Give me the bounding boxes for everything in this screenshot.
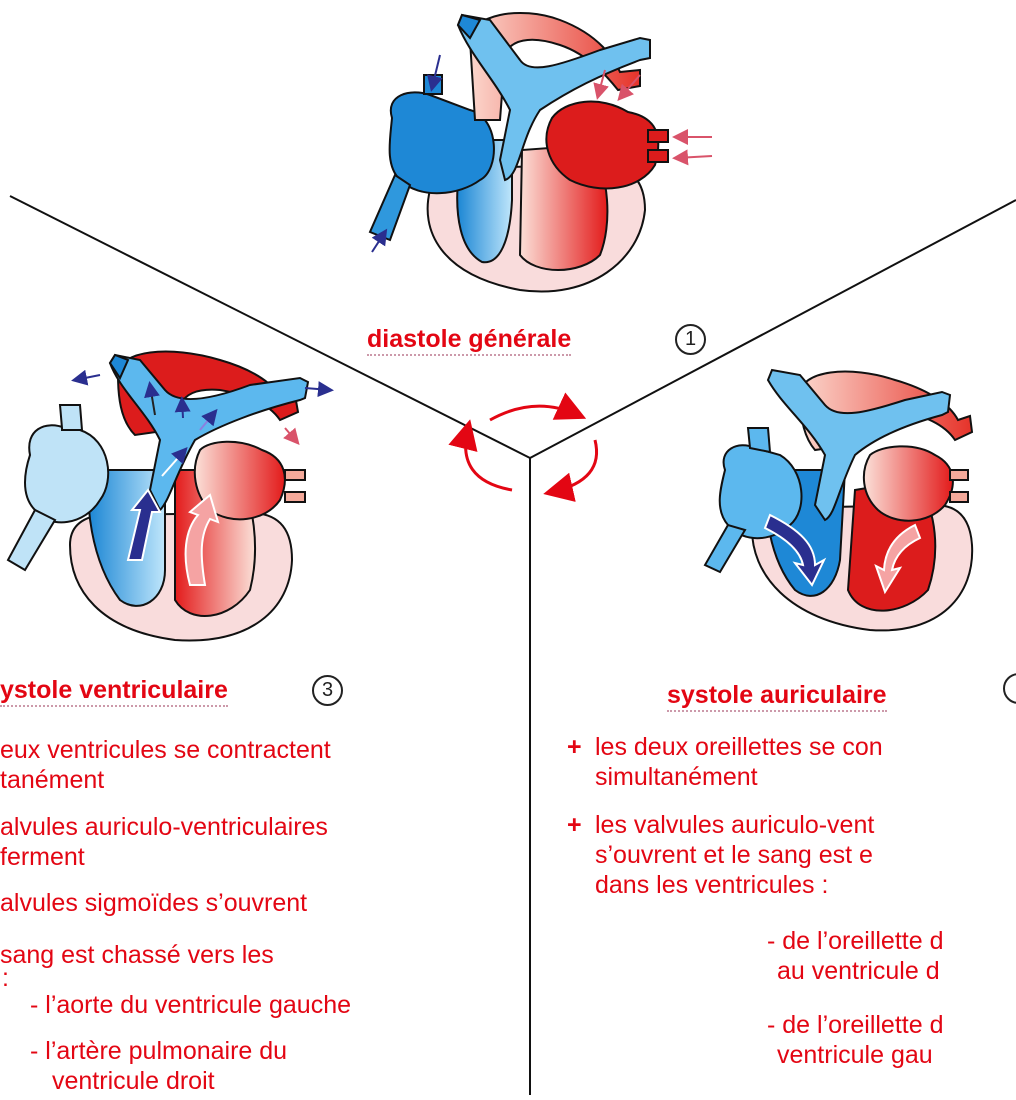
bullet-plus: + bbox=[567, 810, 582, 840]
atrial-line: dans les ventricules : bbox=[595, 870, 828, 900]
ventricular-line: alvules auriculo-ventriculaires bbox=[0, 812, 328, 842]
atrial-line: - de l’oreillette d bbox=[767, 926, 943, 956]
bullet-plus: + bbox=[567, 732, 582, 762]
heart-diastole bbox=[370, 13, 668, 292]
atrial-line: les deux oreillettes se con bbox=[595, 732, 883, 762]
cycle-arrows bbox=[466, 406, 597, 492]
heart-ventricular-systole bbox=[8, 352, 308, 641]
diastole-number-badge: 1 bbox=[675, 324, 706, 355]
atrial-line: ventricule gau bbox=[777, 1040, 933, 1070]
ventricular-number-badge: 3 bbox=[312, 675, 343, 706]
atrial-line: simultanément bbox=[595, 762, 758, 792]
heart-atrial-systole bbox=[705, 370, 972, 630]
ventricular-line: alvules sigmoïdes s’ouvrent bbox=[0, 888, 307, 918]
ventricular-systole-title: ystole ventriculaire bbox=[0, 675, 228, 707]
ventricular-line: - l’artère pulmonaire du bbox=[30, 1036, 287, 1066]
ventricular-line: ferment bbox=[0, 842, 85, 872]
atrial-line: - de l’oreillette d bbox=[767, 1010, 943, 1040]
ventricular-line: tanément bbox=[0, 765, 104, 795]
diastole-title: diastole générale bbox=[367, 324, 571, 356]
atrial-line: s’ouvrent et le sang est e bbox=[595, 840, 873, 870]
ventricular-line: - l’aorte du ventricule gauche bbox=[30, 990, 351, 1020]
ventricular-line: sang est chassé vers les bbox=[0, 940, 274, 970]
atrial-systole-title: systole auriculaire bbox=[667, 680, 887, 712]
atrial-line: au ventricule d bbox=[777, 956, 940, 986]
atrial-line: les valvules auriculo-vent bbox=[595, 810, 874, 840]
ventricular-line: eux ventricules se contractent bbox=[0, 735, 331, 765]
cycle-arrow-top bbox=[490, 406, 578, 420]
ventricular-line: : bbox=[2, 963, 9, 993]
ventricular-line: ventricule droit bbox=[52, 1066, 215, 1096]
cycle-arrow-right bbox=[552, 440, 597, 492]
